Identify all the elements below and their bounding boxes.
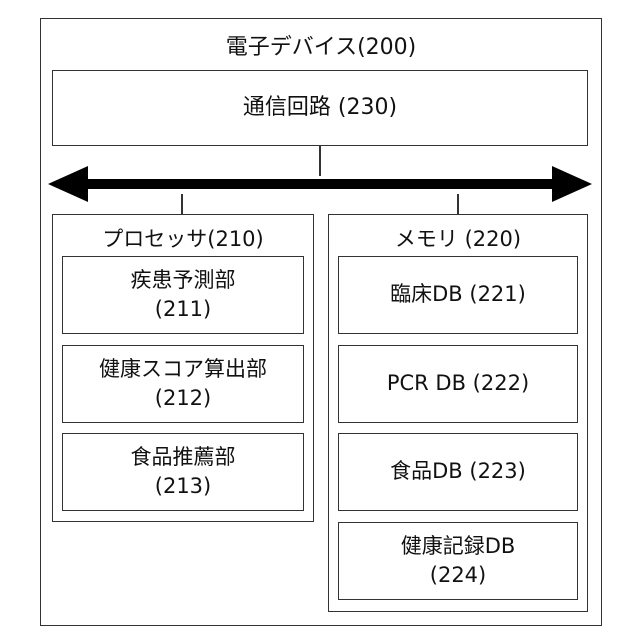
- unit-name: 健康スコア算出部: [99, 355, 267, 384]
- unit-name: 疾患予測部: [131, 266, 236, 295]
- db-name: PCR DB (222): [387, 369, 529, 398]
- disease-prediction-unit: 疾患予測部 (211): [62, 256, 304, 334]
- health-score-calc-unit: 健康スコア算出部 (212): [62, 345, 304, 423]
- unit-name: 食品推薦部: [131, 443, 236, 472]
- unit-code: (211): [155, 295, 211, 324]
- memory-title: メモリ (220): [328, 226, 588, 253]
- unit-code: (213): [155, 472, 211, 501]
- db-code: (224): [430, 561, 486, 590]
- processor-title: プロセッサ(210): [52, 226, 314, 253]
- db-name: 健康記録DB: [401, 532, 516, 561]
- db-name: 食品DB (223): [390, 457, 526, 486]
- pcr-db: PCR DB (222): [338, 345, 578, 423]
- food-recommendation-unit: 食品推薦部 (213): [62, 433, 304, 511]
- clinical-db: 臨床DB (221): [338, 256, 578, 334]
- food-db: 食品DB (223): [338, 433, 578, 511]
- health-record-db: 健康記録DB (224): [338, 522, 578, 600]
- unit-code: (212): [155, 384, 211, 413]
- db-name: 臨床DB (221): [390, 280, 526, 309]
